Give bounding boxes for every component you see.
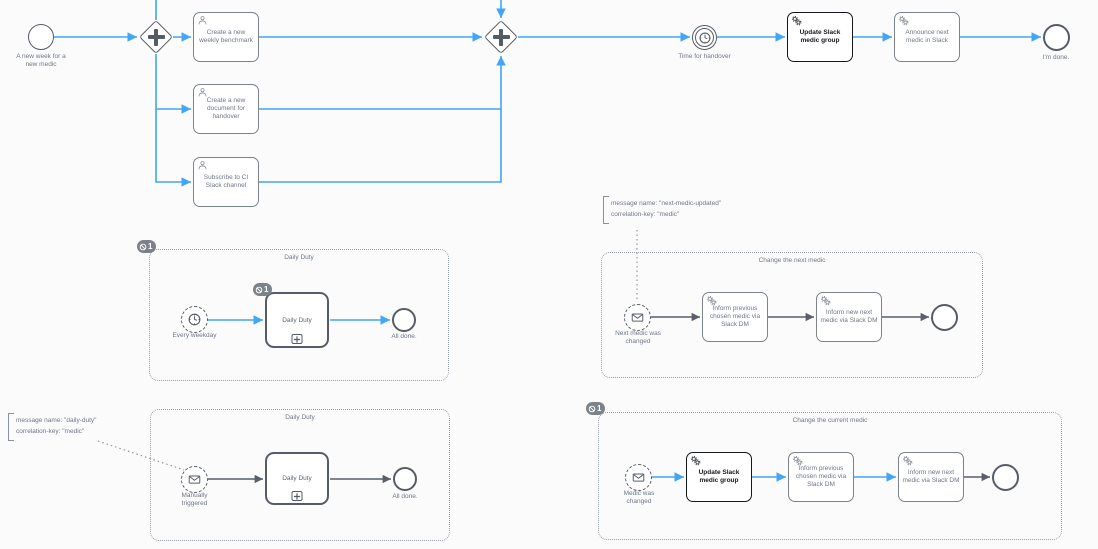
task-create-weekly-benchmark[interactable]: Create a new weekly benchmark [193,12,259,62]
task-subscribe-ci-slack[interactable]: Subscribe to CI Slack channel [193,157,259,207]
message-start-label: Manually triggered [181,492,208,507]
timer-event-label: Time for handover [678,53,731,60]
task-label: Create a new weekly benchmark [199,29,253,44]
task-label: Inform new next medic via Slack DM [820,309,878,324]
task-label: Subscribe to CI Slack channel [203,174,249,189]
envelope-icon [188,473,201,486]
start-event-label: A new week for a new medic [16,53,66,68]
annotation-text: message name: "next-medic-updated" corre… [609,196,721,224]
gears-icon [706,295,717,306]
subprocess-marker-icon [291,334,303,344]
envelope-icon [632,471,645,484]
task-inform-new-next-medic[interactable]: Inform new next medic via Slack DM [898,452,964,502]
end-event-label: All done. [391,333,417,340]
parallel-plus-icon [499,28,503,46]
badge-count: 1 [597,404,602,413]
sequence-flow [155,54,191,114]
canceled-instances-badge: 1 [253,283,273,296]
canceled-instances-badge: 1 [586,402,606,415]
task-update-slack-medic-group[interactable]: Update Slack medic group [787,12,853,62]
annotation-line: message name: "daily-duty" [16,417,97,424]
task-inform-previous-medic[interactable]: Inform previous chosen medic via Slack D… [788,452,854,502]
ban-icon [255,286,263,293]
end-event[interactable] [992,464,1019,491]
subprocess-marker-icon [291,491,303,501]
sequence-flow [259,55,506,183]
timer-event-handover[interactable] [692,25,717,50]
annotation-line: correlation-key: "medic" [611,211,680,218]
subprocess-change-next-medic[interactable]: Change the next medic [601,252,983,378]
message-start-event-next-medic[interactable] [624,304,651,331]
subprocess-change-current-medic[interactable]: Change the current medic [598,412,1062,540]
subprocess-title: Change the next medic [758,257,826,264]
message-start-label: Next medic was changed [615,330,661,345]
subprocess-title: Change the current medic [792,417,868,424]
task-inform-previous-medic[interactable]: Inform previous chosen medic via Slack D… [702,292,768,342]
ban-icon [588,405,596,412]
text-annotation-next-medic: message name: "next-medic-updated" corre… [603,196,721,224]
gears-icon [820,295,831,306]
call-activity-label: Daily Duty [282,475,312,482]
end-event-all-done[interactable] [392,308,416,332]
ban-icon [139,243,147,250]
task-label: Announce next medic in Slack [905,29,949,44]
call-activity-daily-duty[interactable]: Daily Duty [265,452,329,505]
user-icon [197,87,208,98]
sequence-flow [155,109,191,187]
annotation-line: message name: "next-medic-updated" [611,200,722,207]
annotation-bracket [603,196,609,224]
task-label: Update Slack medic group [799,29,841,44]
parallel-gateway-join[interactable] [484,20,518,54]
annotation-line: correlation-key: "medic" [16,428,85,435]
task-label: Inform previous chosen medic via Slack D… [709,305,761,328]
gears-icon [898,15,909,26]
badge-count: 1 [148,242,153,251]
annotation-text: message name: "daily-duty" correlation-k… [14,413,97,441]
gears-icon [690,455,701,466]
subprocess-daily-duty-scheduled[interactable]: Daily Duty [149,249,449,381]
gears-icon [902,455,913,466]
subprocess-title: Daily Duty [284,254,314,261]
end-event-label: All done. [392,493,418,500]
message-start-event-medic-changed[interactable] [625,464,652,491]
parallel-gateway-split[interactable] [139,20,173,54]
subprocess-daily-duty-manual[interactable]: Daily Duty [150,409,450,541]
badge-count: 1 [264,285,269,294]
user-icon [197,160,208,171]
gears-icon [791,15,802,26]
task-label: Update Slack medic group [698,469,740,484]
text-annotation-daily-duty: message name: "daily-duty" correlation-k… [8,413,97,441]
message-start-label: Medic was changed [623,490,655,505]
end-event[interactable] [931,304,958,331]
task-update-slack-medic-group[interactable]: Update Slack medic group [686,452,752,502]
task-label: Inform previous chosen medic via Slack D… [795,465,847,488]
task-label: Inform new next medic via Slack DM [902,469,960,484]
call-activity-daily-duty[interactable]: Daily Duty [265,292,329,348]
end-event-all-done[interactable] [393,467,417,491]
task-inform-new-next-medic[interactable]: Inform new next medic via Slack DM [816,292,882,342]
task-announce-next-medic[interactable]: Announce next medic in Slack [894,12,960,62]
end-event-done[interactable] [1043,24,1070,51]
parallel-plus-icon [154,28,158,46]
message-start-event-manual[interactable] [181,466,208,493]
subprocess-title: Daily Duty [285,414,315,421]
timer-start-label: Every weekday [172,332,217,339]
call-activity-label: Daily Duty [282,316,312,324]
task-label: Create a new document for handover [206,97,246,120]
annotation-bracket [8,413,14,441]
timer-start-event-weekday[interactable] [181,306,208,333]
task-create-handover-document[interactable]: Create a new document for handover [193,84,259,134]
canceled-instances-badge: 1 [137,240,157,253]
end-event-label: I'm done. [1042,54,1070,61]
clock-icon [698,31,712,45]
envelope-icon [631,311,644,324]
start-event-new-week[interactable] [28,24,54,50]
user-icon [197,15,208,26]
clock-icon [187,312,202,327]
gears-icon [792,455,803,466]
